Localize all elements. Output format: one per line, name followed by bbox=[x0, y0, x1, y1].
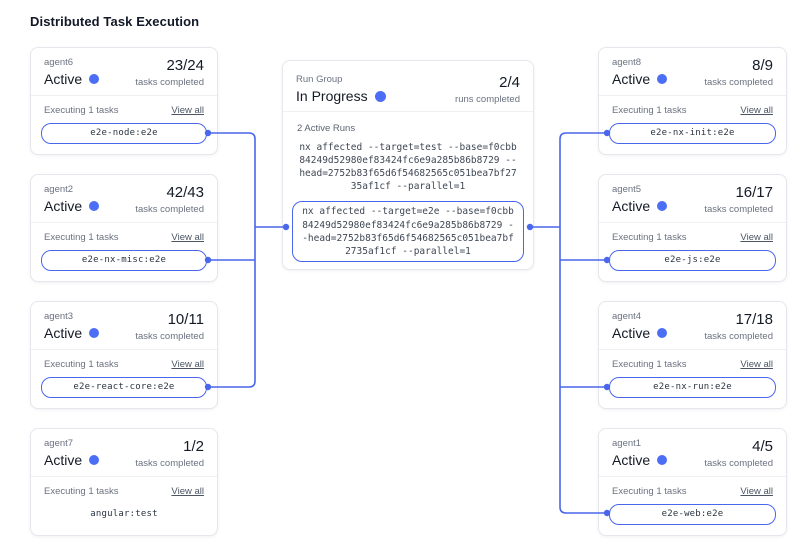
active-status-dot bbox=[89, 201, 100, 211]
run-command-highlighted-box[interactable]: nx affected --target=e2e --base=f0cbb842… bbox=[292, 201, 524, 262]
agent-card-agent6: agent6 Active 23/24 tasks completed Exec… bbox=[30, 47, 218, 155]
agent-name: agent4 bbox=[612, 311, 642, 322]
task-pill[interactable]: e2e-web:e2e bbox=[609, 504, 776, 525]
executing-label: Executing 1 tasks bbox=[44, 486, 119, 497]
task-pill[interactable]: e2e-nx-run:e2e bbox=[609, 377, 776, 398]
task-pill[interactable]: e2e-nx-misc:e2e bbox=[41, 250, 207, 271]
tasks-count: 16/17 bbox=[735, 184, 773, 201]
active-status-dot bbox=[89, 74, 100, 84]
run-group-status: In Progress bbox=[296, 88, 368, 104]
active-status-dot bbox=[657, 201, 668, 211]
agent-card-header: agent2 Active 42/43 tasks completed bbox=[31, 175, 217, 223]
executing-label: Executing 1 tasks bbox=[612, 232, 687, 243]
task-pill[interactable]: e2e-react-core:e2e bbox=[41, 377, 207, 398]
task-pill[interactable]: e2e-js:e2e bbox=[609, 250, 776, 271]
tasks-count: 42/43 bbox=[166, 184, 204, 201]
agent-name: agent1 bbox=[612, 438, 642, 449]
in-progress-status-dot bbox=[374, 90, 386, 102]
agent-name: agent7 bbox=[44, 438, 74, 449]
agent-card-agent3: agent3 Active 10/11 tasks completed Exec… bbox=[30, 301, 218, 409]
view-all-link[interactable]: View all bbox=[171, 359, 204, 370]
view-all-link[interactable]: View all bbox=[740, 232, 773, 243]
page-title: Distributed Task Execution bbox=[30, 14, 200, 29]
run-group-label: Run Group bbox=[296, 74, 343, 85]
tasks-count-label: tasks completed bbox=[135, 204, 204, 215]
run-command: nx affected --target=e2e --base=f0cbb842… bbox=[302, 206, 514, 257]
run-group-card: Run Group In Progress 2/4 runs completed… bbox=[282, 60, 534, 270]
tasks-count: 4/5 bbox=[752, 438, 773, 455]
executing-label: Executing 1 tasks bbox=[44, 105, 119, 116]
agent-card-header: agent7 Active 1/2 tasks completed bbox=[31, 429, 217, 477]
agent-name: agent3 bbox=[44, 311, 74, 322]
agent-name: agent2 bbox=[44, 184, 74, 195]
agent-status: Active bbox=[44, 325, 83, 341]
tasks-count-label: tasks completed bbox=[704, 458, 773, 469]
agent-card-agent2: agent2 Active 42/43 tasks completed Exec… bbox=[30, 174, 218, 282]
tasks-count: 10/11 bbox=[167, 311, 204, 328]
agent-card-agent4: agent4 Active 17/18 tasks completed Exec… bbox=[598, 301, 787, 409]
agent-card-agent5: agent5 Active 16/17 tasks completed Exec… bbox=[598, 174, 787, 282]
run-command[interactable]: nx affected --target=test --base=f0cbb84… bbox=[299, 142, 517, 193]
agent-card-agent1: agent1 Active 4/5 tasks completed Execut… bbox=[598, 428, 787, 536]
tasks-count: 8/9 bbox=[752, 57, 773, 74]
view-all-link[interactable]: View all bbox=[171, 232, 204, 243]
active-runs-label: 2 Active Runs bbox=[297, 123, 356, 134]
active-status-dot bbox=[657, 455, 668, 465]
agent-card-header: agent4 Active 17/18 tasks completed bbox=[599, 302, 786, 350]
active-status-dot bbox=[657, 328, 668, 338]
agent-status: Active bbox=[44, 198, 83, 214]
agent-name: agent6 bbox=[44, 57, 74, 68]
agent-status: Active bbox=[44, 71, 83, 87]
agent-card-header: agent6 Active 23/24 tasks completed bbox=[31, 48, 217, 96]
agent-status: Active bbox=[44, 452, 83, 468]
agent-card-header: agent3 Active 10/11 tasks completed bbox=[31, 302, 217, 350]
agent-card-header: agent1 Active 4/5 tasks completed bbox=[599, 429, 786, 477]
tasks-count: 1/2 bbox=[183, 438, 204, 455]
runs-count: 2/4 bbox=[499, 74, 520, 91]
agent-status: Active bbox=[612, 325, 651, 341]
run-group-header: Run Group In Progress 2/4 runs completed bbox=[283, 61, 533, 112]
runs-count-label: runs completed bbox=[455, 94, 520, 105]
tasks-count-label: tasks completed bbox=[704, 204, 773, 215]
view-all-link[interactable]: View all bbox=[171, 105, 204, 116]
task-pill[interactable]: angular:test bbox=[90, 509, 158, 519]
tasks-count-label: tasks completed bbox=[704, 331, 773, 342]
view-all-link[interactable]: View all bbox=[740, 486, 773, 497]
tasks-count-label: tasks completed bbox=[135, 458, 204, 469]
agent-card-header: agent8 Active 8/9 tasks completed bbox=[599, 48, 786, 96]
tasks-count-label: tasks completed bbox=[135, 331, 204, 342]
executing-label: Executing 1 tasks bbox=[612, 105, 687, 116]
agent-card-agent7: agent7 Active 1/2 tasks completed Execut… bbox=[30, 428, 218, 536]
executing-label: Executing 1 tasks bbox=[44, 359, 119, 370]
task-pill[interactable]: e2e-nx-init:e2e bbox=[609, 123, 776, 144]
active-status-dot bbox=[657, 74, 668, 84]
agent-status: Active bbox=[612, 198, 651, 214]
tasks-count: 17/18 bbox=[735, 311, 773, 328]
agent-status: Active bbox=[612, 452, 651, 468]
active-status-dot bbox=[89, 455, 100, 465]
executing-label: Executing 1 tasks bbox=[44, 232, 119, 243]
agent-card-agent8: agent8 Active 8/9 tasks completed Execut… bbox=[598, 47, 787, 155]
tasks-count-label: tasks completed bbox=[135, 77, 204, 88]
view-all-link[interactable]: View all bbox=[740, 105, 773, 116]
executing-label: Executing 1 tasks bbox=[612, 359, 687, 370]
active-status-dot bbox=[89, 328, 100, 338]
agent-name: agent8 bbox=[612, 57, 642, 68]
agent-name: agent5 bbox=[612, 184, 642, 195]
executing-label: Executing 1 tasks bbox=[612, 486, 687, 497]
tasks-count: 23/24 bbox=[166, 57, 204, 74]
view-all-link[interactable]: View all bbox=[171, 486, 204, 497]
task-pill[interactable]: e2e-node:e2e bbox=[41, 123, 207, 144]
agent-card-header: agent5 Active 16/17 tasks completed bbox=[599, 175, 786, 223]
view-all-link[interactable]: View all bbox=[740, 359, 773, 370]
agent-status: Active bbox=[612, 71, 651, 87]
tasks-count-label: tasks completed bbox=[704, 77, 773, 88]
